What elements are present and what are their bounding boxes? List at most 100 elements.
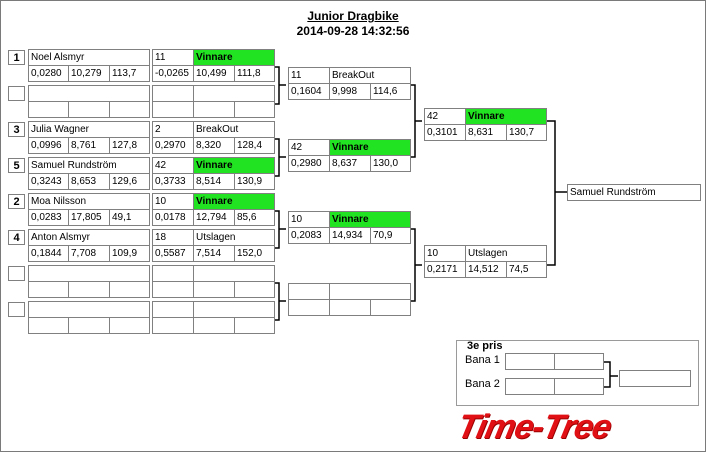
reaction-time[interactable]: 0,0283 [28,209,69,226]
reaction-time[interactable] [152,101,194,118]
reaction-time[interactable] [152,317,194,334]
elapsed-time[interactable]: 8,631 [465,124,507,141]
race-status[interactable]: Vinnare [193,193,275,210]
speed[interactable] [109,281,150,298]
reaction-time[interactable]: 0,2980 [288,155,330,172]
reaction-time[interactable] [28,281,69,298]
elapsed-time[interactable]: 8,761 [68,137,110,154]
reaction-time[interactable]: 0,3243 [28,173,69,190]
speed[interactable]: 130,7 [506,124,547,141]
elapsed-time[interactable]: 14,934 [329,227,371,244]
reaction-time[interactable]: 0,5587 [152,245,194,262]
reaction-time[interactable] [28,317,69,334]
speed[interactable]: 152,0 [234,245,275,262]
speed[interactable]: 129,6 [109,173,150,190]
elapsed-time[interactable] [68,281,110,298]
speed[interactable]: 130,9 [234,173,275,190]
entry-number[interactable]: 11 [288,67,330,84]
speed[interactable]: 109,9 [109,245,150,262]
elapsed-time[interactable]: 9,998 [329,83,371,100]
speed[interactable] [109,101,150,118]
elapsed-time[interactable] [68,101,110,118]
third-place-winner[interactable] [619,370,691,387]
entry-number[interactable]: 10 [152,193,194,210]
entry-number[interactable] [152,85,194,102]
elapsed-time[interactable]: 8,514 [193,173,235,190]
elapsed-time[interactable]: 8,653 [68,173,110,190]
reaction-time[interactable]: 0,2970 [152,137,194,154]
racer-name[interactable]: Anton Alsmyr [28,229,150,246]
elapsed-time[interactable]: 10,279 [68,65,110,82]
entry-number[interactable] [288,283,330,300]
race-status[interactable]: Vinnare [465,108,547,125]
speed[interactable]: 111,8 [234,65,275,82]
third-lane1-cell-b[interactable] [554,353,604,370]
reaction-time[interactable] [288,299,330,316]
entry-number[interactable]: 10 [424,245,466,262]
reaction-time[interactable]: 0,1604 [288,83,330,100]
reaction-time[interactable] [28,101,69,118]
third-lane1-cell-a[interactable] [505,353,555,370]
racer-name[interactable]: Julia Wagner [28,121,150,138]
elapsed-time[interactable]: 12,794 [193,209,235,226]
speed[interactable]: 114,6 [370,83,411,100]
reaction-time[interactable]: 0,3101 [424,124,466,141]
race-status[interactable] [193,265,275,282]
speed[interactable]: 113,7 [109,65,150,82]
reaction-time[interactable]: 0,0996 [28,137,69,154]
race-status[interactable]: Vinnare [193,157,275,174]
third-lane2-cell-a[interactable] [505,378,555,395]
third-lane2-cell-b[interactable] [554,378,604,395]
reaction-time[interactable]: 0,3733 [152,173,194,190]
racer-name[interactable]: Samuel Rundström [28,157,150,174]
speed[interactable]: 130,0 [370,155,411,172]
racer-name[interactable]: Noel Alsmyr [28,49,150,66]
speed[interactable] [370,299,411,316]
race-status[interactable] [329,283,411,300]
elapsed-time[interactable]: 8,637 [329,155,371,172]
entry-number[interactable]: 11 [152,49,194,66]
entry-number[interactable]: 18 [152,229,194,246]
speed[interactable]: 128,4 [234,137,275,154]
reaction-time[interactable]: 0,1844 [28,245,69,262]
speed[interactable] [234,281,275,298]
entry-number[interactable]: 42 [152,157,194,174]
reaction-time[interactable]: 0,0178 [152,209,194,226]
race-status[interactable]: Utslagen [193,229,275,246]
elapsed-time[interactable] [193,101,235,118]
elapsed-time[interactable]: 7,708 [68,245,110,262]
elapsed-time[interactable]: 7,514 [193,245,235,262]
speed[interactable]: 85,6 [234,209,275,226]
reaction-time[interactable]: 0,2171 [424,261,466,278]
reaction-time[interactable]: -0,0265 [152,65,194,82]
race-status[interactable]: BreakOut [193,121,275,138]
race-status[interactable] [193,85,275,102]
elapsed-time[interactable] [193,281,235,298]
champion-name[interactable]: Samuel Rundström [567,184,701,201]
race-status[interactable]: Vinnare [329,139,411,156]
reaction-time[interactable]: 0,2083 [288,227,330,244]
racer-name[interactable] [28,301,150,318]
entry-number[interactable]: 2 [152,121,194,138]
speed[interactable] [234,317,275,334]
speed[interactable]: 49,1 [109,209,150,226]
reaction-time[interactable] [152,281,194,298]
entry-number[interactable] [152,301,194,318]
speed[interactable]: 70,9 [370,227,411,244]
elapsed-time[interactable]: 8,320 [193,137,235,154]
entry-number[interactable]: 42 [424,108,466,125]
race-status[interactable]: BreakOut [329,67,411,84]
reaction-time[interactable]: 0,0280 [28,65,69,82]
racer-name[interactable]: Moa Nilsson [28,193,150,210]
elapsed-time[interactable] [193,317,235,334]
speed[interactable] [234,101,275,118]
race-status[interactable] [193,301,275,318]
race-status[interactable]: Vinnare [329,211,411,228]
elapsed-time[interactable]: 10,499 [193,65,235,82]
racer-name[interactable] [28,85,150,102]
race-status[interactable]: Utslagen [465,245,547,262]
entry-number[interactable]: 42 [288,139,330,156]
speed[interactable]: 74,5 [506,261,547,278]
race-status[interactable]: Vinnare [193,49,275,66]
entry-number[interactable] [152,265,194,282]
